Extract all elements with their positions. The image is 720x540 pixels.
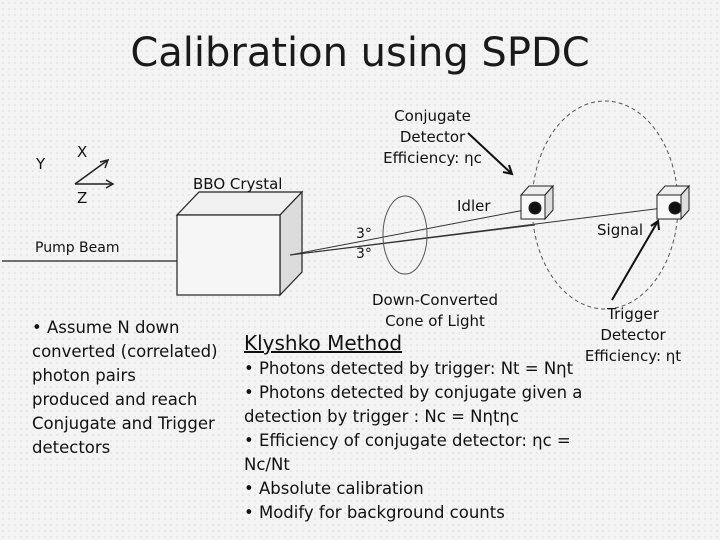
signal-label: Signal bbox=[597, 221, 644, 239]
trigger-detector-icon bbox=[655, 184, 691, 221]
klyshko-bullet-line: • Absolute calibration bbox=[244, 479, 424, 498]
trigger-label-line: Efficiency: ηt bbox=[584, 347, 682, 365]
axes-icon bbox=[74, 158, 115, 189]
conjugate-label-line: Efficiency: ηc bbox=[383, 149, 482, 167]
left-bullet-line: • Assume N down bbox=[32, 318, 180, 337]
klyshko-bullet-line: • Photons detected by conjugate given a bbox=[244, 383, 583, 402]
klyshko-bullet-line: • Photons detected by trigger: Nt = Nηt bbox=[244, 359, 574, 378]
bbo-crystal-box bbox=[175, 190, 304, 297]
klyshko-bullet-line: Nc/Nt bbox=[244, 455, 290, 474]
slide-title: Calibration using SPDC bbox=[130, 30, 590, 76]
large-cone-ellipse bbox=[531, 100, 679, 310]
bbo-crystal-label: BBO Crystal bbox=[193, 175, 283, 193]
angle-top-label: 3° bbox=[356, 226, 372, 242]
trigger-label-line: Trigger bbox=[607, 305, 659, 323]
left-bullet-block: • Assume N down converted (correlated) p… bbox=[32, 316, 218, 460]
trigger-label-line: Detector bbox=[600, 326, 666, 344]
left-bullet-line: converted (correlated) bbox=[32, 342, 218, 361]
pointer-arrows bbox=[467, 132, 660, 301]
conjugate-label-line: Conjugate bbox=[394, 107, 471, 125]
cone-label-line: Down-Converted bbox=[372, 291, 498, 309]
axis-z-label: Z bbox=[77, 189, 88, 207]
axis-x-label: X bbox=[77, 143, 88, 161]
cone-label-line: Cone of Light bbox=[385, 312, 485, 330]
conjugate-detector-label: Conjugate Detector Efficiency: ηc bbox=[380, 106, 485, 169]
left-bullet-line: photon pairs bbox=[32, 366, 136, 385]
klyshko-bullet-block: • Photons detected by trigger: Nt = Nηt … bbox=[244, 357, 582, 525]
klyshko-bullet-line: detection by trigger : Nc = Nηtηc bbox=[244, 407, 519, 426]
klyshko-bullet-line: • Efficiency of conjugate detector: ηc = bbox=[244, 431, 571, 450]
left-bullet-line: Conjugate and Trigger bbox=[32, 414, 215, 433]
trigger-detector-label: Trigger Detector Efficiency: ηt bbox=[578, 304, 688, 367]
klyshko-heading: Klyshko Method bbox=[244, 331, 403, 355]
axis-y-label: Y bbox=[36, 155, 46, 173]
conjugate-label-line: Detector bbox=[399, 128, 466, 146]
angle-bottom-label: 3° bbox=[356, 246, 372, 262]
small-cone-ellipse bbox=[382, 195, 428, 275]
klyshko-bullet-line: • Modify for background counts bbox=[244, 503, 505, 522]
cone-label: Down-Converted Cone of Light bbox=[365, 290, 505, 332]
left-bullet-line: detectors bbox=[32, 438, 111, 457]
conjugate-detector-icon bbox=[519, 184, 555, 221]
pump-beam-label: Pump Beam bbox=[35, 240, 120, 256]
idler-label: Idler bbox=[457, 197, 491, 215]
cone-lines bbox=[289, 207, 664, 256]
left-bullet-line: produced and reach bbox=[32, 390, 198, 409]
